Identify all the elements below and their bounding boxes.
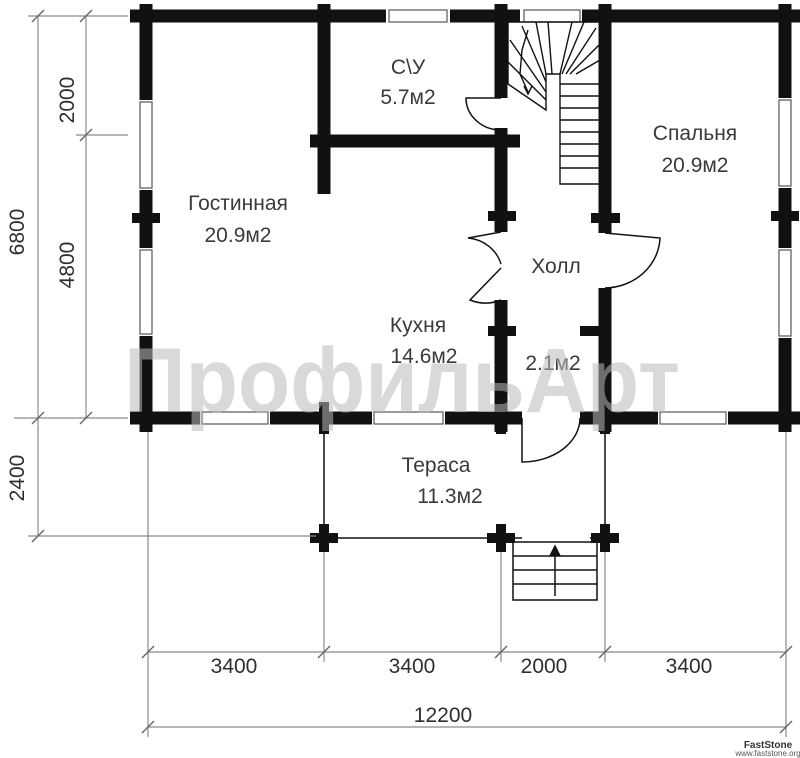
room-bedroom-area: 20.9м2: [662, 154, 729, 177]
dim-bottom-segment-3: 2000: [521, 655, 568, 678]
room-bathroom-area: 5.7м2: [380, 86, 435, 109]
dim-left-middle: 4800: [56, 242, 79, 289]
staircase: [507, 21, 601, 185]
terrace-outline: [323, 420, 606, 539]
watermark-text: ПрофильАрт: [124, 330, 680, 432]
faststone-logo-url: www.faststone.org: [734, 749, 800, 758]
room-vestibule-area: 2.1м2: [525, 352, 580, 375]
room-terrace-name: Тераса: [402, 454, 471, 477]
dimension-ticks: [31, 9, 793, 734]
dim-left-bottom: 2400: [6, 455, 29, 502]
terrace-posts: [310, 524, 619, 552]
entrance-steps: [512, 541, 598, 601]
dim-bottom-segment-1: 3400: [211, 655, 258, 678]
dimension-lines: [14, 15, 787, 737]
walls: [130, 4, 800, 432]
faststone-logo: FastStone www.faststone.org: [734, 740, 800, 758]
wall-junctions: [132, 211, 799, 434]
dimension-labels: 6800 2000 4800 2400 3400 3400 2000 3400 …: [6, 77, 712, 727]
room-living-name: Гостинная: [188, 192, 288, 215]
dim-left-top: 2000: [56, 77, 79, 124]
room-living-area: 20.9м2: [205, 224, 272, 247]
room-kitchen-name: Кухня: [390, 314, 446, 337]
room-hall-name: Холл: [531, 255, 581, 278]
room-bedroom-name: Спальня: [653, 122, 737, 145]
room-kitchen-area: 14.6м2: [391, 345, 458, 368]
dim-bottom-segment-2: 3400: [389, 655, 436, 678]
windows: [139, 9, 792, 425]
room-terrace-area: 11.3м2: [417, 485, 482, 508]
dim-left-outer: 6800: [6, 209, 29, 256]
room-labels: С\У 5.7м2 Гостинная 20.9м2 Спальня 20.9м…: [188, 56, 737, 508]
dim-bottom-total: 12200: [414, 704, 472, 727]
dim-bottom-segment-4: 3400: [666, 655, 713, 678]
doors: [465, 97, 661, 463]
faststone-logo-name: FastStone: [744, 740, 793, 751]
room-bathroom-name: С\У: [391, 56, 426, 79]
